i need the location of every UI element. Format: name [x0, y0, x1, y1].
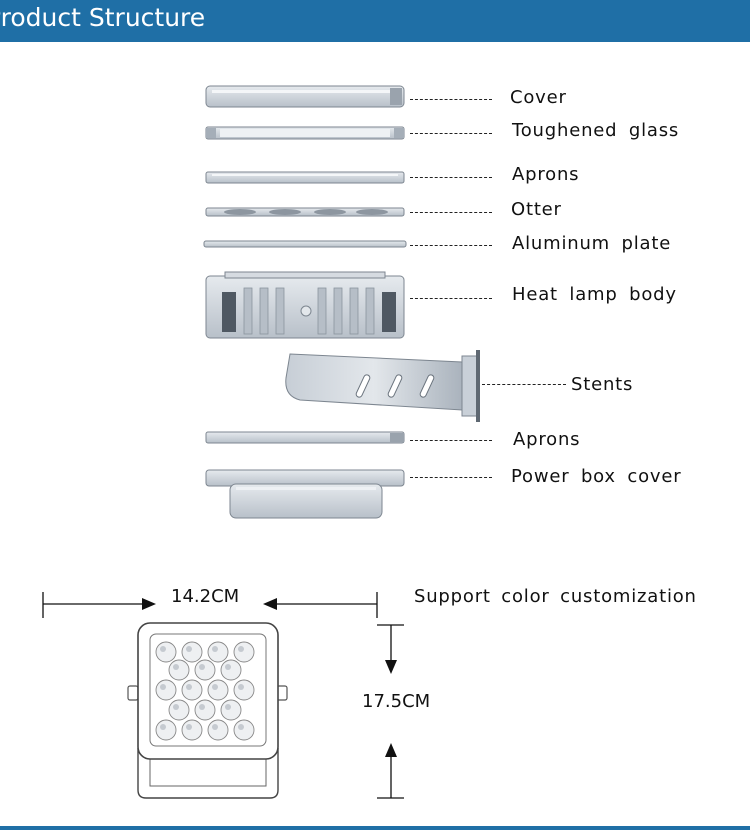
header-stripe — [0, 42, 750, 50]
apron-part-bottom — [205, 431, 405, 444]
height-dimension-label: 17.5CM — [362, 691, 431, 712]
cover-part — [205, 85, 405, 108]
otter-part — [205, 207, 405, 217]
leader-line-aprons-top — [410, 177, 492, 178]
color-customization-note: Support color customization — [414, 586, 697, 607]
leader-line-toughened-glass — [410, 133, 492, 134]
part-label-aprons-top: Aprons — [512, 164, 580, 185]
toughened-glass-part — [205, 126, 405, 140]
heat-lamp-body-part — [205, 271, 405, 339]
stripe-pattern — [0, 49, 750, 50]
leader-line-stents — [482, 384, 566, 385]
power-box-cover-part — [205, 469, 405, 519]
part-label-heat-lamp-body: Heat lamp body — [512, 284, 677, 305]
apron-part-top — [205, 171, 405, 184]
leader-line-cover — [410, 99, 492, 100]
product-front-view — [127, 622, 288, 799]
footer-bar — [0, 826, 750, 830]
stents-part — [285, 350, 480, 422]
part-label-cover: Cover — [510, 87, 567, 108]
part-label-toughened-glass: Toughened glass — [512, 120, 680, 141]
section-title: Product Structure — [0, 3, 206, 32]
aluminum-plate-part — [203, 240, 407, 248]
part-label-power-box-cover: Power box cover — [511, 466, 682, 487]
leader-line-otter — [410, 212, 492, 213]
part-label-aluminum-plate: Aluminum plate — [512, 233, 672, 254]
width-dimension-label: 14.2CM — [171, 586, 240, 607]
leader-line-aprons-bottom — [410, 440, 492, 441]
height-dimension-lines — [377, 624, 404, 799]
width-dimension-lines — [42, 592, 378, 618]
leader-line-power-box-cover — [410, 477, 492, 478]
part-label-otter: Otter — [511, 199, 562, 220]
leader-line-aluminum-plate — [410, 245, 492, 246]
part-label-aprons-bottom: Aprons — [513, 429, 581, 450]
leader-line-heat-lamp-body — [410, 298, 492, 299]
section-header: Product Structure — [0, 0, 750, 42]
part-label-stents: Stents — [571, 374, 634, 395]
